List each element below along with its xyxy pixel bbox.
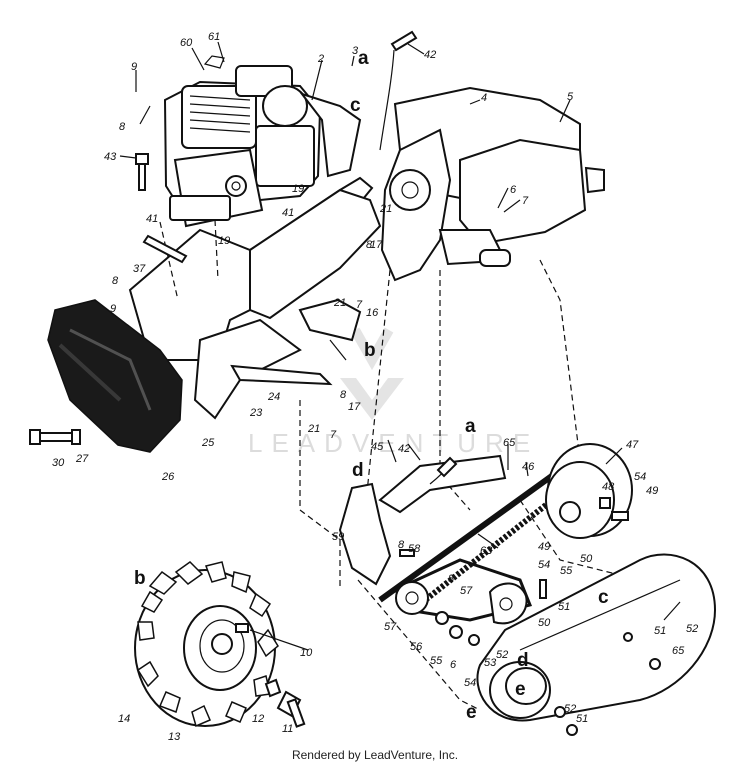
ref-letter-e-bottom: e [466, 702, 477, 723]
frame [128, 86, 605, 420]
part-number-label: 51 [576, 713, 588, 725]
part-number-label: 23 [249, 407, 263, 419]
part-number-label: 52 [686, 623, 698, 635]
part-number-label: 9 [110, 303, 116, 315]
part-number-label: 21 [379, 203, 392, 215]
belt-drive [338, 443, 717, 736]
part-number-label: 57 [460, 585, 473, 597]
part-number-label: 13 [168, 731, 181, 743]
part-number-label: 5 [567, 91, 574, 103]
bolt-31 [142, 234, 188, 264]
part-number-label: 8 [398, 539, 405, 551]
part-number-label: 41 [146, 213, 158, 225]
part-number-label: 14 [118, 713, 130, 725]
part-number-label: 55 [430, 655, 443, 667]
bolt-32 [135, 153, 149, 191]
part-number-label: 50 [580, 553, 593, 565]
bolt-27 [29, 429, 81, 445]
part-number-label: 45 [371, 441, 384, 453]
part-number-label: 24 [267, 391, 280, 403]
part-number-label: 51 [654, 625, 666, 637]
part-number-label: 4 [481, 92, 487, 104]
part-number-label: 58 [408, 543, 421, 555]
wheel [134, 561, 306, 728]
part-number-label: 12 [252, 713, 264, 725]
part-number-label: 21 [307, 423, 320, 435]
footer-credit: Rendered by LeadVenture, Inc. [291, 748, 459, 762]
part-number-label: 2 [317, 53, 324, 65]
part-number-label: 65 [672, 645, 685, 657]
part-number-label: 57 [384, 621, 397, 633]
ref-letter-d-left: d [352, 460, 364, 481]
part-number-label: 63 [480, 545, 493, 557]
part-number-label: 7 [356, 299, 363, 311]
part-number-label: 43 [104, 151, 117, 163]
ref-letter-d-bottom: d [517, 650, 529, 671]
part-number-label: 50 [538, 617, 551, 629]
part-number-label: 52 [496, 649, 508, 661]
ref-letter-a-bottom: a [465, 416, 476, 437]
part-number-label: 8 [366, 239, 373, 251]
part-number-label: 59 [332, 531, 344, 543]
part-number-label: 30 [52, 457, 65, 469]
ref-letter-a-top: a [358, 48, 369, 69]
ref-letter-b-top: b [364, 340, 376, 361]
part-number-label: 27 [75, 453, 89, 465]
part-number-label: 8 [112, 275, 119, 287]
part-number-label: 42 [424, 49, 436, 61]
part-number-label: 7 [330, 429, 337, 441]
part-number-label: 42 [398, 443, 410, 455]
ref-letter-c-top: c [350, 95, 361, 116]
part-number-label: 26 [161, 471, 175, 483]
part-number-label: 17 [370, 239, 383, 251]
part-number-labels: 60 61 9 8 43 2 3 42 4 5 6 7 19 21 41 41 … [52, 31, 698, 743]
part-number-label: 53 [484, 657, 497, 669]
part-number-label: 6 [510, 184, 517, 196]
part-number-label: 8 [119, 121, 126, 133]
part-number-label: 48 [602, 481, 615, 493]
part-number-label: 17 [348, 401, 361, 413]
reference-letters: a c b a d c d e e b [134, 48, 609, 723]
engine [163, 55, 322, 228]
part-number-label: 21 [333, 297, 346, 309]
part-number-label: 55 [560, 565, 573, 577]
part-number-label: 19 [218, 235, 230, 247]
shield [47, 299, 183, 453]
part-number-label: 47 [626, 439, 639, 451]
part-number-label: 46 [522, 461, 535, 473]
ref-letter-e-pulley: e [515, 679, 526, 700]
ref-letter-b-wheel: b [134, 568, 146, 589]
part-number-label: 37 [133, 263, 146, 275]
part-number-label: 52 [564, 703, 576, 715]
part-number-label: 3 [352, 45, 359, 57]
part-number-label: 49 [646, 485, 658, 497]
part-number-label: 54 [634, 471, 646, 483]
part-number-label: 56 [410, 641, 423, 653]
part-number-label: 60 [180, 37, 193, 49]
part-number-label: 19 [292, 183, 304, 195]
part-number-label: 8 [340, 389, 347, 401]
ref-letter-c-bottom: c [598, 587, 609, 608]
part-number-label: 51 [558, 601, 570, 613]
part-number-label: 7 [522, 195, 529, 207]
part-number-label: 41 [282, 207, 294, 219]
part-number-label: 25 [201, 437, 215, 449]
part-number-label: 9 [131, 61, 137, 73]
watermark-text: LEADVENTURE [248, 428, 539, 458]
part-number-label: 16 [366, 307, 379, 319]
part-number-label: 61 [208, 31, 220, 43]
cable-36-top [379, 30, 418, 151]
part-number-label: 6 [450, 659, 457, 671]
part-number-label: 8 [448, 573, 455, 585]
part-number-label: 65 [503, 437, 516, 449]
part-number-label: 11 [282, 723, 293, 735]
part-number-label: 49 [538, 541, 550, 553]
part-number-label: 10 [300, 647, 313, 659]
part-number-label: 54 [464, 677, 476, 689]
leader-lines [119, 41, 681, 651]
part-number-label: 54 [538, 559, 550, 571]
